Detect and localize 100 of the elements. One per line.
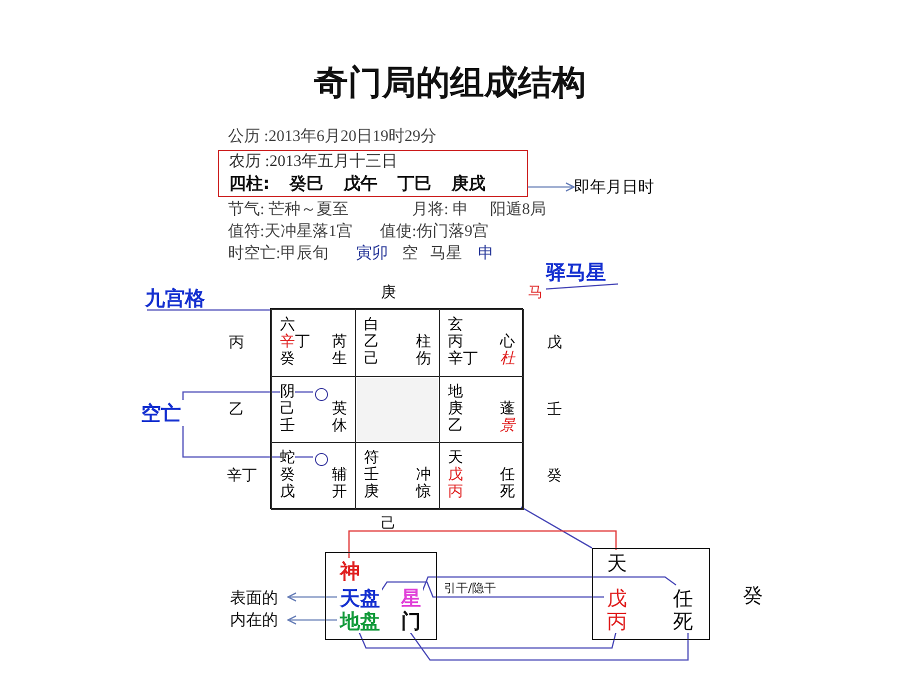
cell-text: 阴 [280, 382, 295, 400]
palace-box [592, 548, 710, 640]
label-text: 己 [381, 514, 396, 533]
label-text: 节气: 芒种～夏至 [228, 200, 348, 220]
label-text: 时空亡:甲辰旬 [228, 244, 328, 264]
connector-line [358, 632, 617, 649]
connector-line [546, 283, 618, 290]
label-text: 癸 [547, 466, 562, 485]
cell-text: 丙 [448, 482, 463, 500]
cell-text: 冲 [416, 465, 431, 483]
arrow [287, 615, 337, 625]
label-text: 公历 :2013年6月20日19时29分 [228, 126, 436, 147]
cell-text: 杜 [500, 349, 515, 367]
cell-text: 己 [364, 349, 379, 367]
grid-cell [439, 309, 524, 377]
cell-text: 六 [280, 315, 295, 333]
cell-text: 癸 [280, 465, 295, 483]
arrow [528, 182, 575, 192]
chart-text: 星 [399, 586, 423, 610]
cell-text: 蛇 [280, 448, 295, 466]
connector-line [348, 530, 617, 558]
annotation-text: 即年月日时 [574, 177, 674, 199]
chart-text: 戊 [605, 586, 629, 610]
title: 奇门局的组成结构 [313, 62, 587, 105]
label-text: 辛丁 [227, 466, 257, 485]
cell-text: 心 [500, 332, 515, 350]
cell-text: 蓬 [500, 399, 515, 417]
cell-text: 壬 [364, 465, 379, 483]
label-text: 值使:伤门落9宫 [380, 222, 488, 242]
cell-text: 英 [332, 399, 347, 417]
annotation-text: 表面的 [230, 588, 288, 608]
label-text: 乙 [229, 400, 244, 419]
label-text: 庚 [381, 283, 396, 302]
cell-text: 乙 [364, 332, 379, 350]
connector-line [182, 426, 313, 458]
cell-text: 马 [528, 283, 546, 301]
cell-text: 壬 [280, 416, 295, 434]
marker-circle [315, 453, 328, 466]
grid-cell [439, 442, 524, 510]
label-text: 空 [402, 244, 418, 264]
cell-text: 天 [448, 448, 463, 466]
legend-box [325, 552, 437, 640]
connector-line [380, 581, 604, 598]
chart-text: 地盘 [338, 609, 382, 633]
cell-text: 己 [280, 399, 295, 417]
cell-text: 柱 [416, 332, 431, 350]
label-text: 申 [478, 244, 494, 264]
connector-line [182, 391, 313, 400]
cell-text: 乙 [448, 416, 463, 434]
cell-text: 辛丁 [448, 349, 478, 367]
label-text: 月将: 申 [412, 200, 468, 220]
annotation-text: 内在的 [230, 610, 288, 630]
label-text: 寅卯 [356, 244, 388, 264]
cell-text: 玄 [448, 315, 463, 333]
cell-text: 庚 [448, 399, 463, 417]
cell-text: 辅 [332, 465, 347, 483]
heading-text: 九宫格 [145, 285, 223, 310]
grid-cell [271, 309, 356, 377]
label-text: 阳遁8局 [490, 200, 546, 220]
cell-text: 死 [500, 482, 515, 500]
heading-text: 驿马星 [546, 259, 620, 284]
cell-text: 丁 [295, 332, 310, 350]
heading-text: 空亡 [141, 400, 191, 426]
label-text: 壬 [547, 400, 562, 419]
cell-text: 休 [332, 416, 347, 434]
cell-text: 芮 [332, 332, 347, 350]
nine-palace-grid [270, 308, 523, 509]
empty-cell [355, 376, 440, 443]
highlight-box [218, 150, 528, 197]
marker-circle [315, 388, 328, 401]
cell-text: 伤 [416, 349, 431, 367]
cell-text: 庚 [364, 482, 379, 500]
connector-line [409, 632, 689, 661]
label-text: 马星 [430, 244, 462, 264]
label-text: 癸 [743, 582, 763, 609]
cell-text: 开 [332, 482, 347, 500]
cell-text: 景 [500, 416, 515, 434]
connector-line [147, 309, 270, 311]
cell-text: 符 [364, 448, 379, 466]
info-text: 农历 :2013年五月十三日 [229, 152, 398, 172]
cell-text: 惊 [416, 482, 431, 500]
label-text: 丙 [229, 333, 244, 352]
cell-text: 丙 [448, 332, 463, 350]
label-text: 值符:天冲星落1宫 [228, 222, 352, 242]
cell-text: 任 [500, 465, 515, 483]
connector-line [520, 506, 592, 549]
chart-text: 神 [338, 559, 362, 583]
arrow [287, 592, 337, 602]
grid-cell [271, 442, 356, 510]
chart-text: 天盘 [338, 586, 382, 610]
cell-text: 戊 [448, 465, 463, 483]
cell-text: 癸 [280, 349, 295, 367]
cell-text: 辛 [280, 332, 295, 350]
label-text: 戊 [547, 333, 562, 352]
cell-text: 地 [448, 382, 463, 400]
chart-text: 任 [671, 586, 695, 610]
chart-text: 天 [605, 551, 629, 575]
cell-text: 戊 [280, 482, 295, 500]
cell-text: 白 [364, 315, 379, 333]
edge-label: 引干/隐干 [442, 581, 498, 595]
